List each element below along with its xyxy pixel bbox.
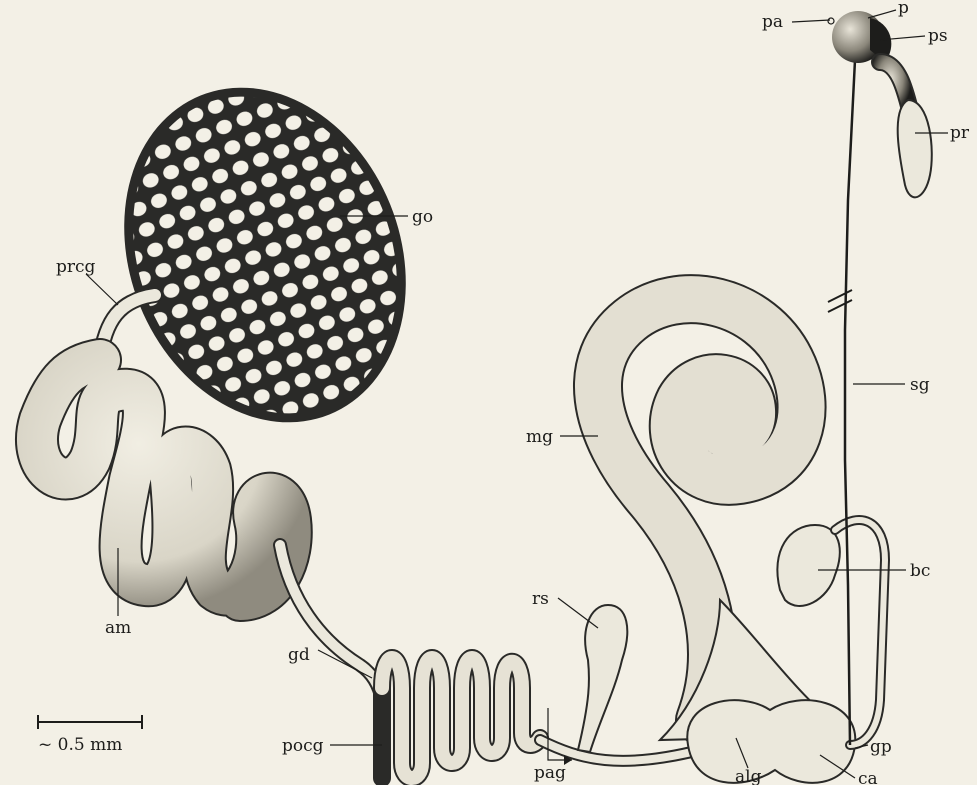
label-pag: pag bbox=[534, 763, 566, 783]
label-gp: gp bbox=[870, 737, 892, 757]
copulatory-organ bbox=[828, 11, 932, 197]
postampullar-coiled-duct bbox=[382, 658, 540, 778]
label-bc: bc bbox=[910, 561, 930, 581]
label-ca: ca bbox=[858, 769, 878, 785]
label-mg: mg bbox=[526, 427, 553, 447]
sperm-groove bbox=[828, 60, 855, 745]
label-pr: pr bbox=[950, 123, 970, 143]
label-am: am bbox=[105, 618, 131, 638]
receptaculum-seminis bbox=[578, 605, 627, 752]
label-pocg: pocg bbox=[282, 736, 324, 756]
label-pa: pa bbox=[762, 12, 783, 32]
label-gd: gd bbox=[288, 645, 310, 665]
albumen-capsule-gland bbox=[687, 700, 855, 783]
scale-bar-label: ~ 0.5 mm bbox=[38, 735, 122, 755]
mucus-gland bbox=[598, 299, 850, 740]
scale-bar: ~ 0.5 mm bbox=[38, 715, 142, 755]
label-sg: sg bbox=[910, 375, 930, 395]
label-prcg: prcg bbox=[56, 257, 96, 277]
label-go: go bbox=[412, 207, 433, 227]
label-p: p bbox=[898, 0, 909, 18]
label-ps: ps bbox=[928, 26, 948, 46]
label-alg: alg bbox=[735, 767, 762, 785]
label-rs: rs bbox=[532, 589, 549, 609]
